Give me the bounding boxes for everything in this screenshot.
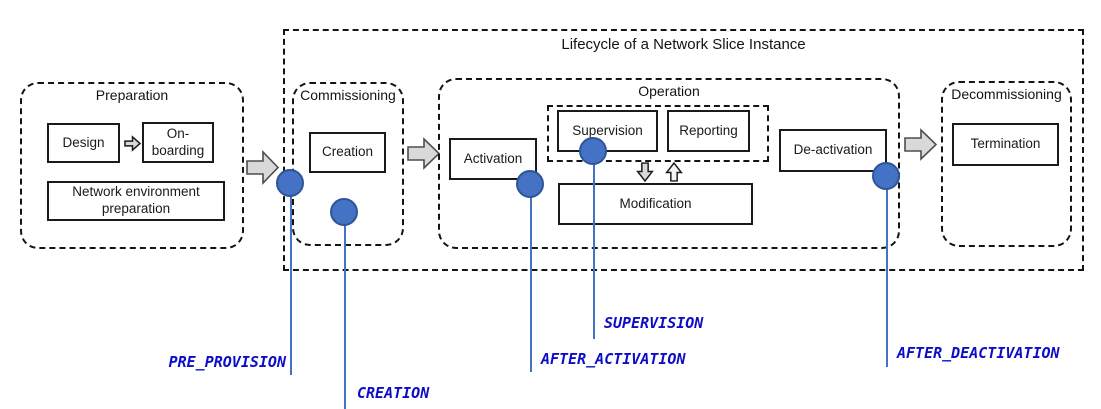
- activation-box-label: Activation: [463, 150, 523, 166]
- commissioning-to-operation-arrow-icon: [407, 137, 440, 170]
- after-activation-line: [530, 196, 532, 372]
- diagram-title: Lifecycle of a Network Slice Instance: [561, 36, 806, 53]
- onboarding-box-label: On-boarding: [151, 125, 205, 158]
- supervision-callout-label: SUPERVISION: [604, 314, 704, 332]
- supervision-box-label: Supervision: [572, 122, 643, 138]
- operation-label: Operation: [638, 83, 700, 99]
- supervision-reporting-boundary: [547, 105, 769, 162]
- preparation-label: Preparation: [95, 87, 169, 103]
- decommissioning-label: Decommissioning: [951, 86, 1062, 102]
- design-box-label: Design: [62, 134, 105, 150]
- operation-to-decommissioning-arrow-icon: [904, 128, 937, 161]
- creation-marker: [330, 198, 358, 226]
- up-arrow-icon: [665, 162, 683, 182]
- deactivation-box-label: De-activation: [793, 142, 873, 158]
- modification-box: Modification: [558, 183, 753, 225]
- commissioning-label: Commissioning: [300, 87, 396, 103]
- deactivation-box: De-activation: [779, 129, 887, 172]
- prep-to-commissioning-arrow-icon: [246, 150, 279, 185]
- lifecycle-boundary: Lifecycle of a Network Slice Instance: [283, 29, 1084, 271]
- decommissioning-group: Decommissioning: [941, 81, 1072, 247]
- creation-box-label: Creation: [321, 144, 374, 160]
- network-environment-box-label: Network environment preparation: [72, 184, 200, 216]
- design-to-onboarding-arrow-icon: [124, 135, 141, 152]
- creation-line: [344, 224, 346, 409]
- termination-box-label: Termination: [970, 136, 1041, 152]
- supervision-line: [593, 163, 595, 339]
- design-box: Design: [47, 123, 120, 163]
- pre-provision-marker: [276, 169, 304, 197]
- after-activation-marker: [516, 170, 544, 198]
- down-arrow-icon: [636, 162, 654, 182]
- commissioning-group: Commissioning: [292, 82, 404, 246]
- supervision-marker: [579, 137, 607, 165]
- creation-box: Creation: [309, 132, 386, 173]
- operation-group: Operation: [438, 78, 900, 249]
- pre-provision-label: PRE_PROVISION: [168, 353, 286, 371]
- preparation-group: Preparation: [20, 82, 244, 249]
- after-deactivation-line: [886, 188, 888, 367]
- pre-provision-line: [290, 195, 292, 375]
- after-deactivation-marker: [872, 162, 900, 190]
- after-activation-label: AFTER_ACTIVATION: [541, 350, 686, 368]
- onboarding-box: On-boarding: [142, 122, 214, 163]
- supervision-box: Supervision: [557, 110, 658, 152]
- reporting-box-label: Reporting: [679, 122, 738, 138]
- modification-box-label: Modification: [619, 195, 692, 211]
- termination-box: Termination: [952, 123, 1059, 166]
- creation-label: CREATION: [357, 384, 430, 402]
- network-environment-box: Network environment preparation: [47, 181, 225, 221]
- reporting-box: Reporting: [667, 110, 750, 152]
- after-deactivation-label: AFTER_DEACTIVATION: [897, 344, 1060, 362]
